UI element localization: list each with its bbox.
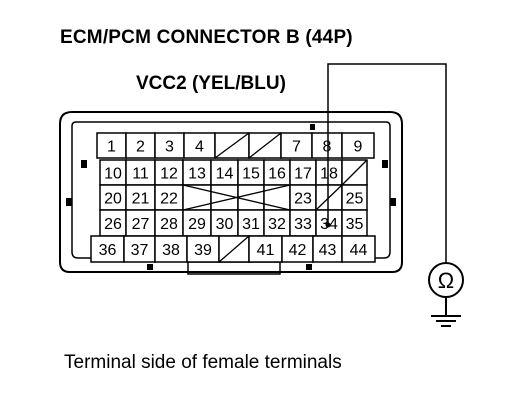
terminal-32-label: 32 <box>268 216 286 233</box>
terminal-7-cell <box>280 132 313 159</box>
terminal-37-label: 37 <box>131 242 149 259</box>
terminal-13-cell <box>182 159 212 186</box>
terminal-22-label: 22 <box>160 191 178 208</box>
terminal-43-label: 43 <box>319 242 337 259</box>
terminal-44-cell <box>341 235 376 263</box>
diagram-caption: Terminal side of female terminals <box>64 352 342 373</box>
terminal-28-label: 28 <box>160 216 178 233</box>
terminal-1-label: 1 <box>107 139 116 156</box>
terminal-41-label: 41 <box>257 242 275 259</box>
terminal-10-label: 10 <box>104 166 122 183</box>
terminal-27-label: 27 <box>132 216 150 233</box>
terminal-3-label: 3 <box>165 139 174 156</box>
housing-latches <box>66 124 396 270</box>
terminal-9-cell <box>341 132 375 159</box>
terminal-39-label: 39 <box>194 242 212 259</box>
terminal-18-cell <box>315 159 343 186</box>
terminal-36-label: 36 <box>99 242 117 259</box>
terminal-2-label: 2 <box>136 139 145 156</box>
unused-block-cross-b <box>182 184 291 211</box>
probe-contact-point <box>325 222 331 228</box>
terminal-8-label: 8 <box>323 139 332 156</box>
terminal-38-label: 38 <box>162 242 180 259</box>
unused-terminal-slash <box>248 132 282 159</box>
terminal-41-cell <box>248 235 283 263</box>
terminal-7-label: 7 <box>292 139 301 156</box>
probe-wire <box>327 63 447 262</box>
terminal-31-label: 31 <box>242 216 260 233</box>
terminal-18-label: 18 <box>320 166 338 183</box>
terminal-20-label: 20 <box>104 191 122 208</box>
terminal-17-label: 17 <box>294 166 312 183</box>
connector-title: ECM/PCM CONNECTOR B (44P) <box>60 27 353 48</box>
terminal-35-label: 35 <box>346 216 364 233</box>
terminal-42-label: 42 <box>289 242 307 259</box>
unused-terminal-slash <box>315 184 343 211</box>
terminal-16-label: 16 <box>268 166 286 183</box>
terminal-9-label: 9 <box>354 139 363 156</box>
terminal-30-label: 30 <box>216 216 234 233</box>
terminal-33-label: 33 <box>294 216 312 233</box>
empty-terminal-cell <box>237 184 265 211</box>
terminal-32-cell <box>263 209 291 237</box>
terminal-30-cell <box>210 209 239 237</box>
unused-terminal-slash <box>214 132 250 159</box>
terminal-11-label: 11 <box>132 166 149 183</box>
terminal-26-label: 26 <box>104 216 122 233</box>
terminal-16-cell <box>263 159 291 186</box>
terminal-11-cell <box>125 159 156 186</box>
ohm-icon: Ω <box>438 268 454 293</box>
terminal-23-label: 23 <box>294 191 312 208</box>
terminal-2-cell <box>125 132 156 159</box>
ground-icon <box>431 297 461 327</box>
terminal-42-cell <box>281 235 314 263</box>
terminal-13-label: 13 <box>188 166 206 183</box>
terminal-4-label: 4 <box>195 139 204 156</box>
pin-wire-label: VCC2 (YEL/BLU) <box>136 73 286 94</box>
unused-terminal-slash <box>218 235 250 263</box>
terminal-15-label: 15 <box>242 166 260 183</box>
empty-terminal-cell <box>263 184 291 211</box>
terminal-25-label: 25 <box>346 191 364 208</box>
terminal-44-label: 44 <box>350 242 368 259</box>
terminal-12-label: 12 <box>160 166 178 183</box>
terminal-28-cell <box>154 209 184 237</box>
terminal-4-cell <box>183 132 216 159</box>
terminal-21-label: 21 <box>132 191 150 208</box>
terminal-31-cell <box>237 209 265 237</box>
terminal-36-cell <box>90 235 125 263</box>
ohmmeter: Ω <box>428 262 464 298</box>
terminal-14-label: 14 <box>216 166 234 183</box>
unused-terminal-slash <box>341 159 368 186</box>
terminal-29-label: 29 <box>188 216 206 233</box>
